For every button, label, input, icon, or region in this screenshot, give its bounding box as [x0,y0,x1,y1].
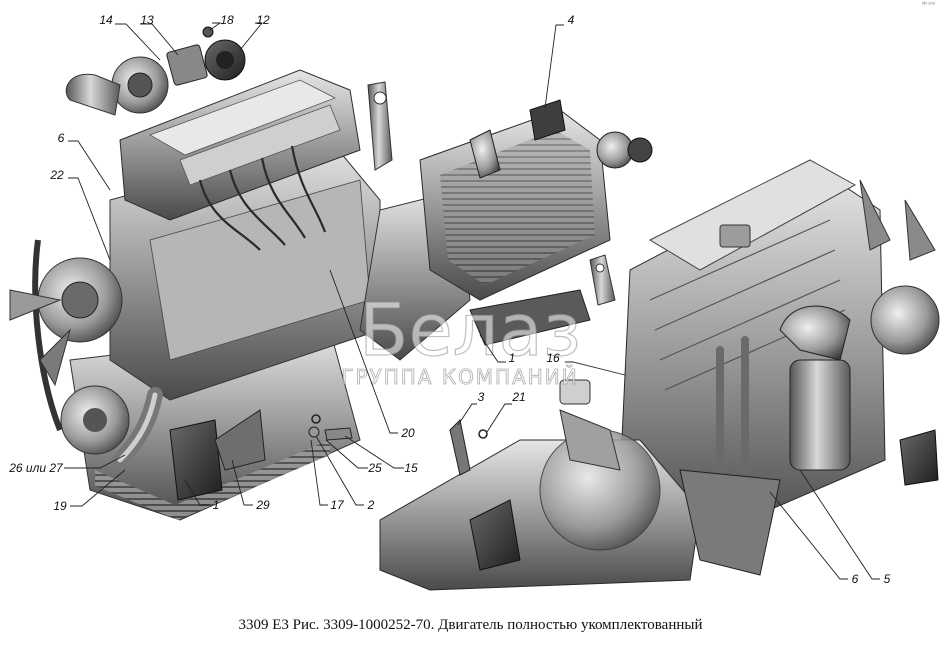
callout-22: 22 [49,168,64,182]
callout-1-left: 1 [213,498,220,512]
callout-5: 5 [884,572,891,586]
callout-16: 16 [546,351,560,365]
callout-13: 13 [140,13,154,27]
callout-20: 20 [400,426,415,440]
callout-14: 14 [99,13,113,27]
callout-21: 21 [511,390,525,404]
callout-26-or-27: 26 или 27 [8,461,64,475]
callout-3: 3 [478,390,485,404]
leader-lines [64,22,880,580]
gearbox [419,99,653,346]
callout-6-left: 6 [58,131,65,145]
callout-1-center: 1 [509,351,516,365]
watermark-brand: Белаз [359,288,581,372]
watermark-subtitle: ГРУППА КОМПАНИЙ [341,365,578,389]
engine-diagram: Белаз ГРУППА КОМПАНИЙ [8,13,940,591]
figure-caption: 3309 Е3 Рис. 3309-1000252-70. Двигатель … [238,617,703,633]
right-engine [308,159,940,591]
callout-4: 4 [568,13,575,27]
watermark: Белаз ГРУППА КОМПАНИЙ [341,287,582,389]
callout-17: 17 [330,498,345,512]
callout-12: 12 [256,13,270,27]
left-engine [9,26,471,521]
corner-mark: ᵒᴺ ᵒᵒᵒ [921,2,935,8]
callout-15: 15 [404,461,418,475]
callout-2: 2 [367,498,375,512]
callout-18: 18 [220,13,234,27]
callout-25: 25 [367,461,382,475]
callout-19: 19 [53,499,67,513]
callout-6-right: 6 [852,572,859,586]
callout-labels: 14 13 18 12 4 6 22 1 16 3 21 20 26 или 2… [8,13,890,586]
callout-29: 29 [255,498,270,512]
